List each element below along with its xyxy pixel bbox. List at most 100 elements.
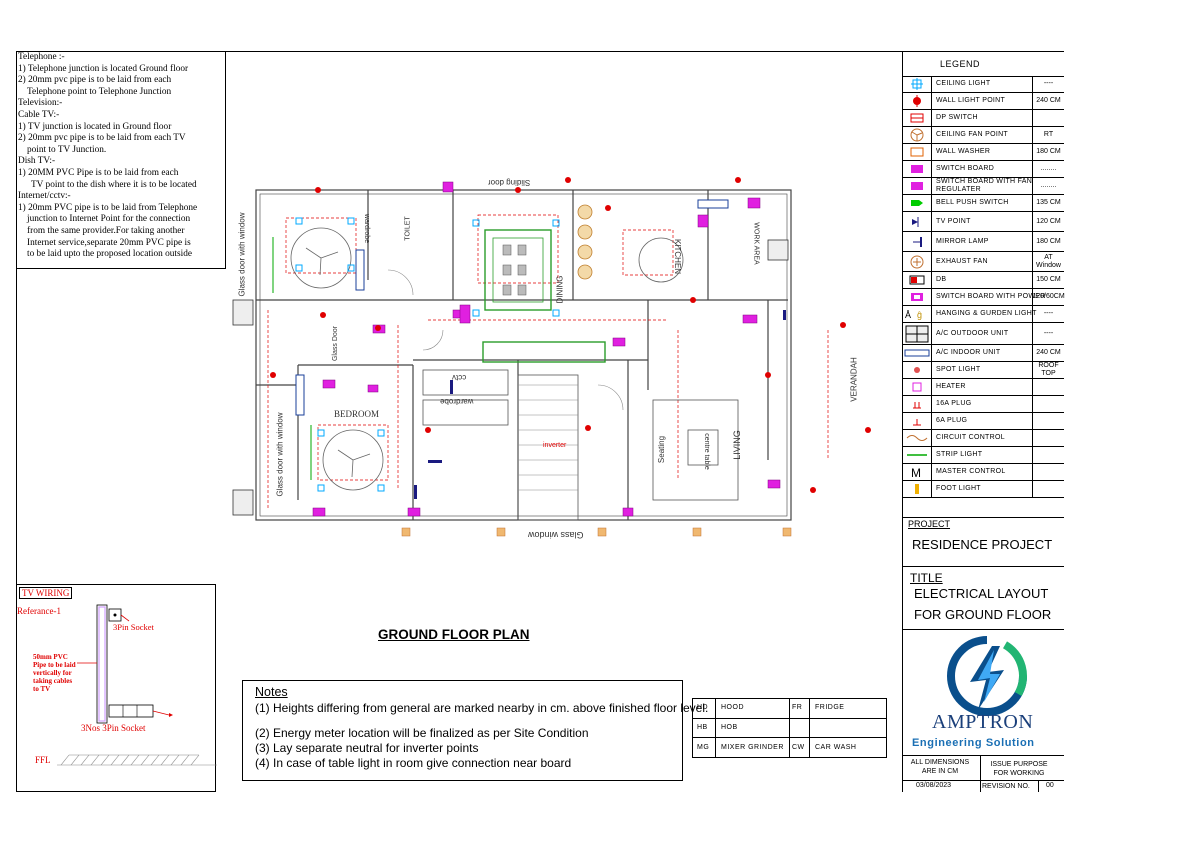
- abbr-code: FR: [792, 704, 803, 711]
- legend-item-name: EXHAUST FAN: [936, 257, 988, 265]
- glass-window-label: Glass window: [528, 530, 584, 540]
- legend-symbol-icon: [902, 362, 932, 378]
- legend-symbol-icon: [902, 396, 932, 412]
- notes-box: Notes (1) Heights differing from general…: [242, 680, 708, 781]
- inverter-label: inverter: [543, 442, 567, 449]
- legend-item-height: [1032, 447, 1064, 463]
- issue-purpose: ISSUE PURPOSE FOR WORKING: [990, 761, 1048, 777]
- verandah-label: VERANDAH: [849, 357, 859, 402]
- legend-item-height: AT Window: [1032, 252, 1064, 271]
- legend-item-name: BELL PUSH SWITCH: [936, 199, 1009, 206]
- legend-item-height: ROOF TOP: [1032, 362, 1064, 378]
- legend-item-name: WALL WASHER: [936, 148, 991, 155]
- toilet-label: TOILET: [404, 216, 412, 241]
- seating-label: Seating: [657, 435, 667, 464]
- legend-row: SPOT LIGHT ROOF TOP: [902, 362, 1064, 379]
- bedroom-label: BEDROOM: [334, 409, 380, 419]
- project-name: RESIDENCE PROJECT: [912, 537, 1053, 552]
- svg-text:Å: Å: [905, 310, 911, 320]
- legend-item-name: WALL LIGHT POINT: [936, 97, 1006, 104]
- sliding-door-label: Sliding door: [488, 178, 531, 187]
- legend-symbol-icon: [902, 232, 932, 251]
- wardrobe-label-1: wardrobe: [440, 397, 474, 406]
- legend-symbol-icon: [902, 252, 932, 271]
- legend-symbol-icon: [902, 93, 932, 109]
- legend-item-height: ----: [1032, 306, 1064, 322]
- legend-item-name: A/C INDOOR UNIT: [936, 349, 1001, 356]
- plan-title: GROUND FLOOR PLAN: [378, 627, 530, 642]
- legend-item-name: CEILING LIGHT: [936, 80, 991, 87]
- legend-row: WALL WASHER 180 CM: [902, 144, 1064, 161]
- glass-door-window-label: Glass door with window: [237, 212, 247, 297]
- legend-item-height: ........: [1032, 178, 1064, 194]
- drawing-date: 03/08/2023: [916, 782, 952, 789]
- legend-row: 6A PLUG: [902, 413, 1064, 430]
- abbr-name: CAR WASH: [815, 744, 857, 751]
- legend-symbol-icon: [902, 144, 932, 160]
- legend-item-height: ........: [1032, 161, 1064, 177]
- legend-item-name: SPOT LIGHT: [936, 366, 981, 373]
- legend-item-name: 6A PLUG: [936, 417, 968, 424]
- legend-item-name: DP SWITCH: [936, 114, 978, 121]
- note-line: Television:-: [18, 98, 63, 109]
- note-line: 2) 20mm pvc pipe is to be laid from each…: [18, 133, 186, 144]
- tv-wiring-title: TV WIRING: [19, 587, 73, 599]
- revision-label: REVISION NO.: [982, 783, 1030, 790]
- cctv-label: cctv: [452, 373, 467, 382]
- legend-item-name: A/C OUTDOOR UNIT: [936, 329, 1009, 337]
- legend-symbol-icon: [902, 272, 932, 288]
- legend-item-height: ----: [1032, 76, 1064, 92]
- abbr-code: HB: [697, 724, 708, 731]
- project-label: PROJECT: [908, 519, 951, 529]
- legend-symbol-icon: [902, 161, 932, 177]
- legend-item-height: 120/60CM: [1032, 289, 1065, 305]
- legend-row: STRIP LIGHT: [902, 447, 1064, 464]
- legend-item-height: [1032, 413, 1064, 429]
- legend-item-height: [1032, 430, 1064, 446]
- legend-symbol-icon: [902, 76, 932, 92]
- legend-symbol-icon: [902, 178, 932, 194]
- legend-item-name: MASTER CONTROL: [936, 468, 1006, 475]
- legend-row: HEATER: [902, 379, 1064, 396]
- legend-symbol-icon: M: [902, 464, 932, 480]
- legend-item-height: 120 CM: [1032, 212, 1064, 231]
- legend-panel: LEGEND CEILING LIGHT----WALL LIGHT POINT…: [902, 51, 1065, 511]
- legend-symbol-icon: [902, 323, 932, 344]
- abbr-name: HOOD: [721, 704, 744, 711]
- note-line: Dish TV:-: [18, 156, 56, 167]
- legend-symbol-icon: [902, 447, 932, 463]
- legend-item-height: 180 CM: [1032, 144, 1064, 160]
- legend-item-height: [1032, 379, 1064, 395]
- legend-symbol-icon: [902, 195, 932, 211]
- legend-row: CIRCUIT CONTROL: [902, 430, 1064, 447]
- note-line: 1) Telephone junction is located Ground …: [18, 63, 189, 74]
- note-line: 2) 20mm pvc pipe is to be laid from each: [18, 75, 172, 86]
- legend-item-height: ----: [1032, 323, 1064, 344]
- legend-item-name: MIRROR LAMP: [936, 237, 989, 245]
- note-line: junction to Internet Point for the conne…: [27, 214, 191, 225]
- legend-item-name: FOOT LIGHT: [936, 485, 981, 492]
- legend-item-name: HEATER: [936, 383, 966, 390]
- legend-symbol-icon: [902, 481, 932, 497]
- note-line: 1) 20MM PVC Pipe is to be laid from each: [18, 168, 179, 178]
- company-name: AMPTRON: [932, 711, 1034, 733]
- abbr-code: CW: [792, 744, 805, 751]
- note-line: 1) 20mm PVC pipe is to be laid from Tele…: [18, 202, 198, 213]
- legend-symbol-icon: [902, 110, 932, 126]
- note-line: 1) TV junction is located in Ground floo…: [18, 121, 172, 132]
- tv-pipe-note: 50mm PVC Pipe to be laid vertically for …: [33, 653, 76, 693]
- legend-item-name: CIRCUIT CONTROL: [936, 434, 1005, 441]
- note-item: (1) Heights differing from general are m…: [255, 701, 709, 715]
- pipe-note-line: to TV: [33, 685, 51, 693]
- legend-item-name: CEILING FAN POINT: [936, 131, 1008, 138]
- centre-table-label: centre table: [702, 433, 710, 470]
- notes-heading: Notes: [255, 685, 288, 699]
- title-block: PROJECT RESIDENCE PROJECT TITLE ELECTRIC…: [902, 511, 1064, 792]
- legend-symbol-icon: [902, 413, 932, 429]
- note-line: TV point to the dish where it is to be l…: [31, 179, 197, 190]
